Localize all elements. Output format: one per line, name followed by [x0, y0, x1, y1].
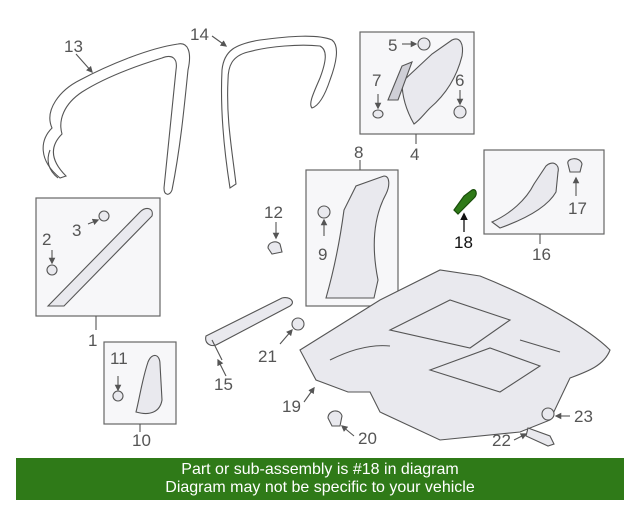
callout-20: 20	[358, 429, 377, 448]
banner-line-2: Diagram may not be specific to your vehi…	[165, 479, 475, 496]
callout-11: 11	[110, 349, 128, 368]
part-12-clip: 12	[264, 203, 283, 255]
part-18-highlighted: 18	[453, 189, 477, 252]
callout-5: 5	[388, 36, 397, 55]
group-box-8: 9 8	[305, 143, 399, 307]
callout-2: 2	[42, 230, 51, 249]
part-21-grommet: 21	[258, 317, 305, 366]
callout-6: 6	[455, 71, 464, 90]
callout-14: 14	[190, 25, 209, 44]
group-box-10: 11 10	[103, 341, 177, 450]
callout-16: 16	[532, 245, 551, 264]
callout-10: 10	[132, 431, 151, 450]
callout-3: 3	[72, 221, 81, 240]
part-22-23-bracket: 23 22	[492, 407, 593, 450]
callout-8: 8	[354, 143, 363, 162]
callout-22: 22	[492, 431, 511, 450]
callout-19: 19	[282, 397, 301, 416]
part-13-weatherstrip: 13	[42, 37, 191, 195]
callout-21: 21	[258, 347, 277, 366]
callout-4: 4	[410, 145, 419, 164]
part-20-clip: 20	[327, 410, 377, 448]
callout-17: 17	[568, 199, 587, 218]
callout-1: 1	[88, 331, 97, 350]
callout-23: 23	[574, 407, 593, 426]
callout-9: 9	[318, 245, 327, 264]
callout-7: 7	[372, 71, 381, 90]
group-box-16: 17 16	[483, 149, 605, 264]
callout-18: 18	[454, 233, 473, 252]
callout-13: 13	[64, 37, 83, 56]
group-box-4: 5 6 7 4	[359, 31, 475, 164]
part-15-scuff-plate: 15	[205, 297, 293, 394]
part-19-floor-carpet: 19	[282, 269, 611, 441]
part-14-weatherstrip: 14	[190, 25, 338, 189]
callout-15: 15	[214, 375, 233, 394]
group-box-1: 2 3 1	[35, 197, 161, 350]
callout-12: 12	[264, 203, 283, 222]
info-banner: Part or sub-assembly is #18 in diagram D…	[16, 458, 624, 500]
banner-line-1: Part or sub-assembly is #18 in diagram	[181, 461, 459, 478]
